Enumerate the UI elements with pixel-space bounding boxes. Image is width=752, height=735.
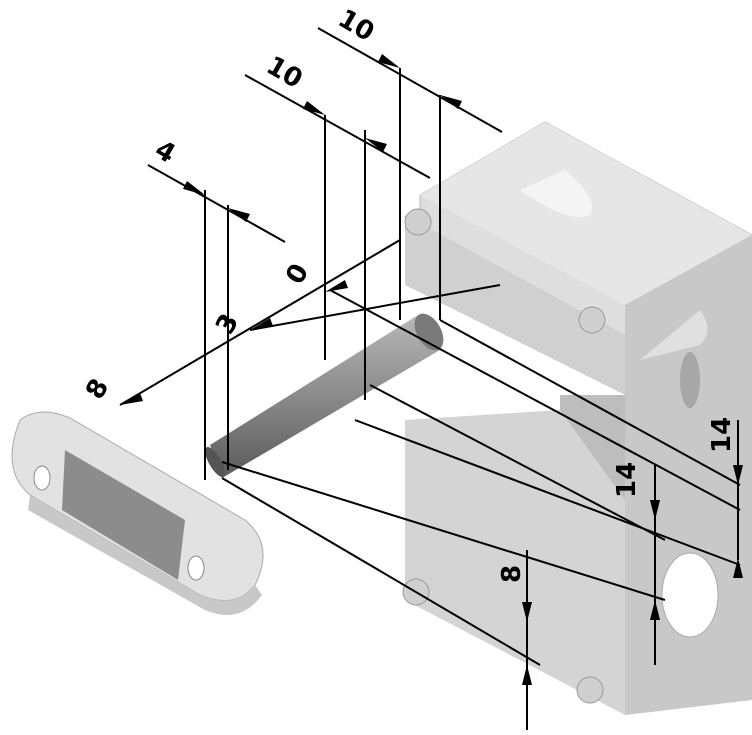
- actuator-cone: [205, 313, 444, 478]
- mount-slot: [680, 352, 700, 408]
- dimension-label: 14: [612, 462, 642, 498]
- dimension-label: 0: [280, 259, 315, 290]
- plate-label-area: [62, 450, 185, 580]
- dimension-arrows: [120, 54, 743, 685]
- housing-lower-front: [405, 410, 625, 715]
- housing-upper-front: [405, 215, 625, 395]
- dimension-lines: [119, 27, 741, 730]
- mounting-plate: [11, 411, 264, 615]
- screw: [578, 306, 606, 334]
- arrow-marking: [520, 170, 593, 218]
- side-marking: [640, 310, 708, 360]
- plate-hole: [33, 465, 51, 491]
- dimension-label: 14: [707, 417, 737, 453]
- screw: [576, 676, 604, 704]
- dimension-label: 8: [80, 374, 115, 405]
- screw: [404, 208, 432, 236]
- mount-hole: [661, 552, 719, 638]
- plate-hole: [187, 555, 205, 581]
- dimension-label: 8: [497, 565, 527, 583]
- dimension-label: 4: [150, 135, 181, 170]
- switch-housing: [402, 121, 752, 715]
- housing-right-face: [625, 235, 752, 715]
